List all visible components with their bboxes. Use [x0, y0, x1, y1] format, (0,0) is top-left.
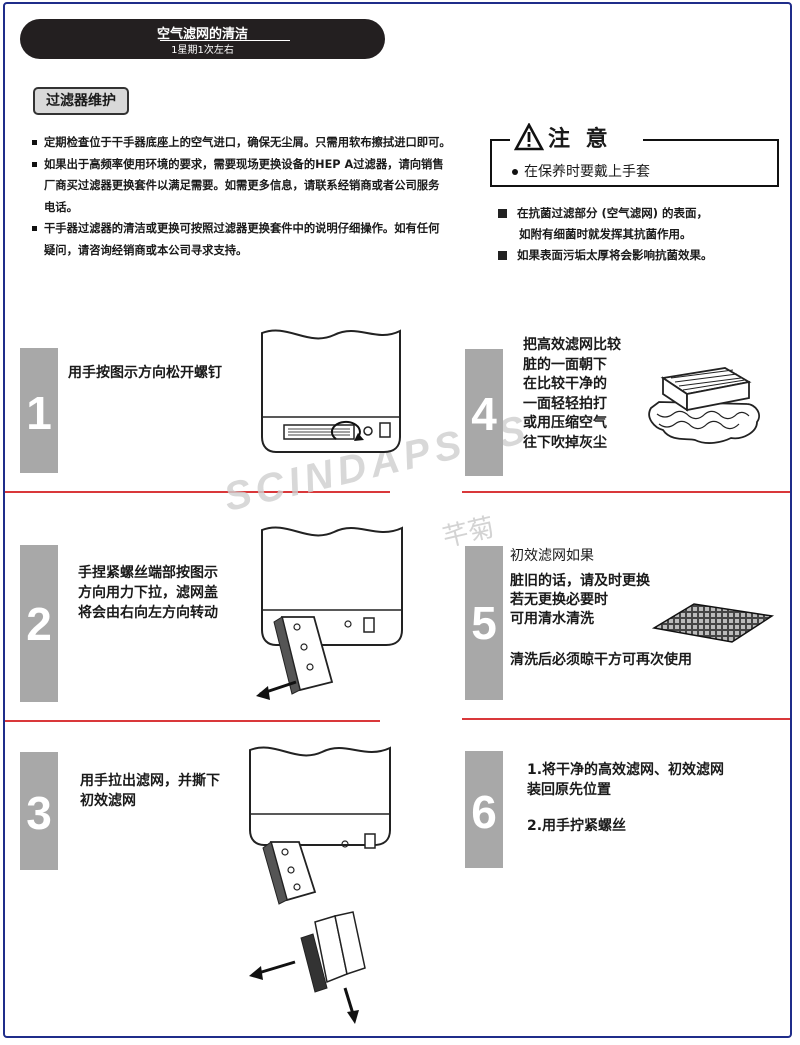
notice-border [643, 139, 779, 141]
maintenance-bullets: 定期检查位于干手器底座上的空气进口，确保无尘屑。只需用软布擦拭进口即可。 如果出… [32, 132, 472, 261]
section-divider [5, 491, 390, 493]
step-number-box: 1 [20, 348, 58, 473]
step-number-box: 6 [465, 751, 503, 868]
square-bullet-icon [498, 251, 507, 260]
page-frame [3, 2, 792, 1038]
notice-border [490, 139, 510, 141]
notice-box [490, 140, 779, 187]
bullet-item: 干手器过滤器的清洁或更换可按照过滤器更换套件中的说明仔细操作。如有任何 疑问，请… [32, 218, 472, 261]
page-subtitle: 1星期1次左右 [171, 45, 234, 56]
hepa-filter-illustration [648, 367, 760, 444]
section-label: 过滤器维护 [33, 87, 129, 115]
bullet-item: 定期检查位于干手器底座上的空气进口，确保无尘屑。只需用软布擦拭进口即可。 [32, 132, 472, 154]
notice-text: 在保养时要戴上手套 [512, 161, 650, 181]
section-divider [462, 718, 790, 720]
square-bullet-icon [498, 209, 507, 218]
title-bar: 空气滤网的清洁 1星期1次左右 [20, 19, 385, 59]
bullet-item: 如果出于高频率使用环境的要求，需要现场更换设备的HEP A过滤器，请向销售 厂商… [32, 154, 472, 219]
step-1-text: 用手按图示方向松开螺钉 [68, 365, 222, 381]
section-divider [5, 720, 380, 722]
step-5-text: 初效滤网如果 脏旧的话，请及时更换 若无更换必要时 可用清水清洗 清洗后必须晾干… [510, 548, 692, 668]
antibacterial-notes: 在抗菌过滤部分 (空气滤网) 的表面， 如附有细菌时就发挥其抗菌作用。 如果表面… [498, 203, 788, 266]
step-6-text: 1.将干净的高效滤网、初效滤网 装回原先位置 2.用手拧紧螺丝 [527, 762, 725, 834]
step-2-text: 手捏紧螺丝端部按图示 方向用力下拉，滤网盖 将会由右向左方向转动 [78, 565, 218, 621]
step-number-box: 5 [465, 546, 503, 700]
step-number-box: 3 [20, 752, 58, 870]
title-underline [160, 40, 290, 41]
dryer-illustration [261, 329, 401, 453]
step-number-box: 4 [465, 349, 503, 476]
page-title: 空气滤网的清洁 [156, 27, 248, 42]
dryer-illustration [256, 526, 403, 700]
step-3-text: 用手拉出滤网，并撕下 初效滤网 [80, 773, 220, 809]
step-number-box: 2 [20, 545, 58, 702]
bullet-dot-icon [512, 169, 518, 175]
warning-triangle-icon [514, 123, 544, 151]
notice-heading: 注 意 [514, 121, 612, 157]
step-4-text: 把高效滤网比较 脏的一面朝下 在比较干净的 一面轻轻拍打 或用压缩空气 往下吹掉… [523, 337, 621, 451]
dryer-illustration [249, 746, 391, 1024]
section-divider [462, 491, 790, 493]
mesh-filter-illustration [651, 603, 775, 643]
